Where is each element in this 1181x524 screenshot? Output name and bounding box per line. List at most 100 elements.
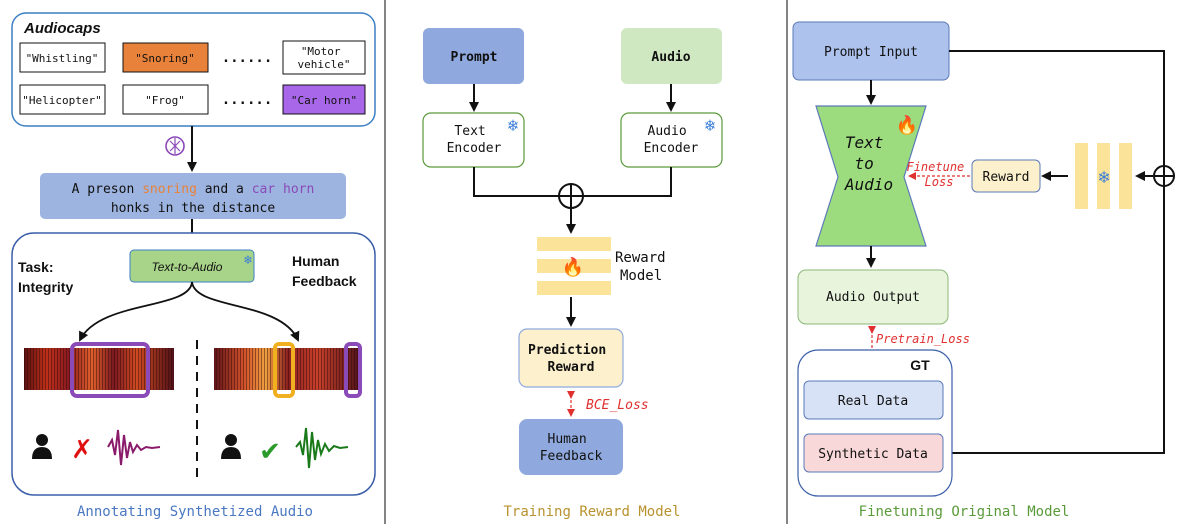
audio-box	[621, 28, 722, 84]
annotation-box	[11, 232, 376, 496]
caption-car-horn: car horn	[252, 182, 315, 197]
reward-model-line1: Reward	[615, 250, 666, 266]
snowflake-audio-encoder-icon: ❄	[705, 116, 716, 136]
cross-icon: ✗	[71, 435, 93, 465]
prediction-reward-box	[518, 328, 624, 388]
caption-part1: A preson	[72, 182, 142, 197]
audio-encoder-line2: Encoder	[644, 141, 699, 156]
t2a-line2: to	[855, 154, 874, 173]
panel-training: Prompt Audio Text Encoder ❄ Audio Encode…	[422, 28, 723, 520]
tag-frog: "Frog"	[145, 94, 185, 107]
audio-encoder-label: Audio Encoder	[644, 124, 699, 156]
reward-model-line2: Model	[620, 268, 662, 284]
human-feedback-label: Human Feedback	[292, 253, 357, 289]
reward-model-label: Reward Model	[615, 250, 674, 284]
hf-label-1: Human	[292, 253, 339, 269]
ellipsis-1: ......	[222, 50, 273, 66]
person-icon-left	[32, 434, 52, 459]
tag-snoring: "Snoring"	[135, 52, 195, 65]
caption-line1: A preson snoring and a car horn	[72, 182, 315, 197]
caption-snoring: snoring	[142, 182, 197, 197]
concat3-icon	[1153, 165, 1175, 187]
audio-label: Audio	[651, 50, 690, 65]
hf-box-line2: Feedback	[540, 449, 603, 464]
connector-left	[473, 167, 559, 197]
highlight-car-horn-right	[344, 342, 362, 398]
finetune-loss-line1: Finetune	[906, 160, 964, 174]
prediction-line1: Prediction	[528, 343, 606, 358]
panel1-caption: Annotating Synthetized Audio	[77, 504, 313, 520]
tag-box-motor-vehicle	[282, 40, 366, 75]
reward-model-layers	[537, 237, 611, 295]
hf-label-2: Feedback	[292, 273, 357, 289]
tag-whistling: "Whistling"	[26, 52, 99, 65]
caption-part3: and a	[197, 182, 252, 197]
finetune-loss-label: Finetune Loss	[906, 160, 971, 189]
t2a-label-3: Text to Audio	[844, 133, 893, 194]
caption-line2: honks in the distance	[111, 201, 276, 216]
person-icon-right	[221, 434, 241, 459]
tag-box-car-horn	[282, 84, 366, 115]
highlight-snoring-right	[273, 342, 295, 398]
snowflake-icon: ❄	[243, 253, 252, 268]
audio-output-label: Audio Output	[826, 290, 920, 305]
arrow-branch-right	[191, 281, 300, 342]
text-encoder-label: Text Encoder	[447, 124, 502, 156]
hf-box-line1: Human	[548, 432, 587, 447]
bce-loss-label: BCE_Loss	[586, 398, 649, 413]
waveform-left-icon	[107, 429, 161, 466]
audio-encoder-line1: Audio	[648, 124, 687, 139]
ellipsis-2: ......	[222, 92, 273, 108]
panel2-caption: Training Reward Model	[503, 504, 680, 520]
audio-output-box	[797, 269, 949, 325]
t2a-label: Text-to-Audio	[152, 260, 223, 274]
reward-model-vertical	[1075, 143, 1132, 209]
spectrogram-left	[24, 342, 174, 398]
gt-label: GT	[910, 357, 930, 373]
audiocaps-title: Audiocaps	[23, 20, 101, 37]
real-data-label: Real Data	[838, 394, 908, 409]
t2a-line1: Text	[845, 133, 884, 152]
flame-t2a-icon: 🔥	[896, 114, 918, 136]
panel-finetuning: Prompt Input Text to Audio 🔥 Finetune Lo…	[792, 21, 1175, 520]
prompt-label: Prompt	[451, 50, 498, 65]
waveform-right-icon	[295, 427, 349, 469]
text-encoder-line1: Text	[454, 124, 485, 139]
line-prompt-to-concat	[949, 50, 1165, 166]
tag-box-whistling	[19, 42, 106, 73]
task-label-1: Task:	[18, 259, 54, 275]
finetune-loss-line2: Loss	[925, 175, 954, 189]
tag-car-horn: "Car horn"	[291, 94, 357, 107]
prediction-reward-label: Prediction Reward	[528, 343, 614, 375]
arrow-branch-left	[79, 281, 193, 342]
tag-motor-vehicle: "Motor vehicle"	[298, 45, 351, 71]
llm-logo-icon	[165, 136, 185, 156]
task-label: Task: Integrity	[18, 259, 73, 295]
prediction-line2: Reward	[548, 360, 595, 375]
prompt-box	[423, 28, 524, 84]
concat-icon	[558, 183, 584, 209]
pretrain-loss-label: Pretrain_Loss	[876, 332, 970, 346]
synthetic-data-box	[803, 433, 944, 473]
tag-motor-line1: "Motor	[301, 45, 341, 58]
connector-right	[583, 167, 672, 197]
tag-box-snoring	[122, 42, 209, 73]
prompt-input-label: Prompt Input	[824, 45, 918, 60]
tag-box-frog	[122, 84, 209, 115]
synthetic-data-label: Synthetic Data	[818, 447, 928, 462]
reward-box	[971, 159, 1041, 193]
flame-reward-icon: 🔥	[562, 256, 584, 278]
human-feedback-box-label: Human Feedback	[540, 432, 603, 464]
line-synthetic-to-concat	[944, 186, 1165, 454]
snowflake-rm-icon: ❄	[1099, 167, 1110, 188]
tag-helicopter: "Helicopter"	[22, 94, 101, 107]
real-data-box	[803, 380, 944, 420]
human-feedback-box	[519, 419, 623, 475]
caption-box	[40, 173, 346, 219]
snowflake-text-encoder-icon: ❄	[508, 116, 519, 136]
check-icon: ✔	[259, 437, 281, 467]
t2a-hourglass	[815, 105, 927, 247]
tag-motor-line2: vehicle"	[298, 58, 351, 71]
highlight-car-horn-left	[70, 342, 150, 398]
